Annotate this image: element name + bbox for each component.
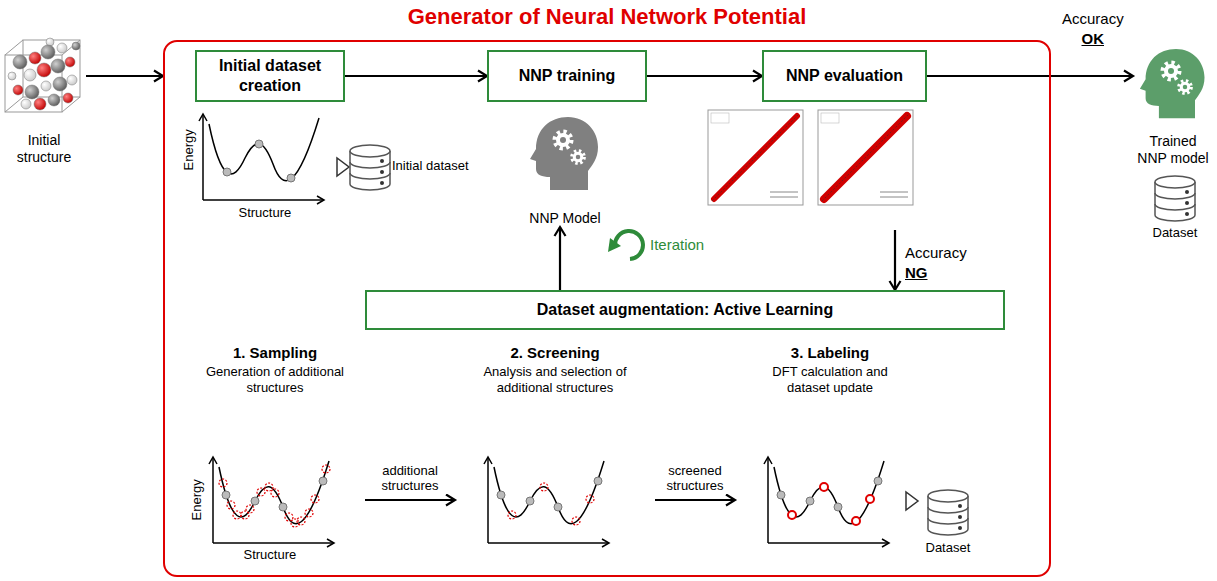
icon-node: Initial structure [2,38,86,166]
edge-label: screened structures [654,464,736,494]
step-description: Generation of additional structures [200,364,350,395]
edge-label: additional structures [369,464,451,494]
flow-arrow [655,499,735,501]
result-label: OK [1082,30,1105,48]
dataset-label: Dataset [926,540,971,556]
process-box: NNP training [487,50,647,102]
step-heading: 2. Screening [455,344,655,361]
flow-arrow [894,230,896,290]
step-description: DFT calculation and dataset update [755,364,905,395]
result-label: NG [905,264,928,282]
flow-arrow [365,499,455,501]
axis-label: Energy [180,129,196,170]
icon-node: Trained NNP model [1133,45,1213,167]
step-block: 1. SamplingGeneration of additional stru… [185,340,365,570]
icon-caption: Trained NNP model [1133,133,1213,167]
icon-node: NNP Model [505,112,625,227]
process-box: Dataset augmentation: Active Learning [365,290,1005,330]
box-text: Dataset augmentation: Active Learning [537,300,833,320]
iteration-label: Iteration [650,236,704,254]
axis-label: Structure [239,205,292,221]
icon-caption: NNP Model [529,210,600,227]
accuracy-label: Accuracy [905,244,967,262]
step-heading: 3. Labeling [735,344,925,361]
box-text: Initial dataset creation [205,56,335,96]
flow-arrow [86,75,163,77]
axis-label: Energy [188,479,204,520]
frame-title: Generator of Neural Network Potential [165,4,1049,30]
step-block: 2. ScreeningAnalysis and selection of ad… [455,340,655,570]
step-heading: 1. Sampling [185,344,365,361]
process-box: NNP evaluation [762,50,927,102]
dataset-label: Initial dataset [392,158,469,174]
box-text: NNP training [519,66,616,86]
dataset-label: Dataset [1153,225,1198,241]
process-box: Initial dataset creation [195,50,345,102]
accuracy-label: Accuracy [1062,10,1124,28]
flow-arrow [345,75,487,77]
step-description: Analysis and selection of additional str… [480,364,630,395]
icon-caption: Initial structure [2,132,86,166]
flow-arrow [927,75,1133,77]
flow-arrow [647,75,762,77]
axis-label: Structure [244,547,297,563]
flow-arrow [559,227,561,290]
evaluation-group: NNP evaluation [700,50,930,230]
step-block: 3. LabelingDFT calculation and dataset u… [735,340,925,570]
box-text: NNP evaluation [786,66,903,86]
generator-frame: Generator of Neural Network PotentialIni… [163,40,1051,577]
